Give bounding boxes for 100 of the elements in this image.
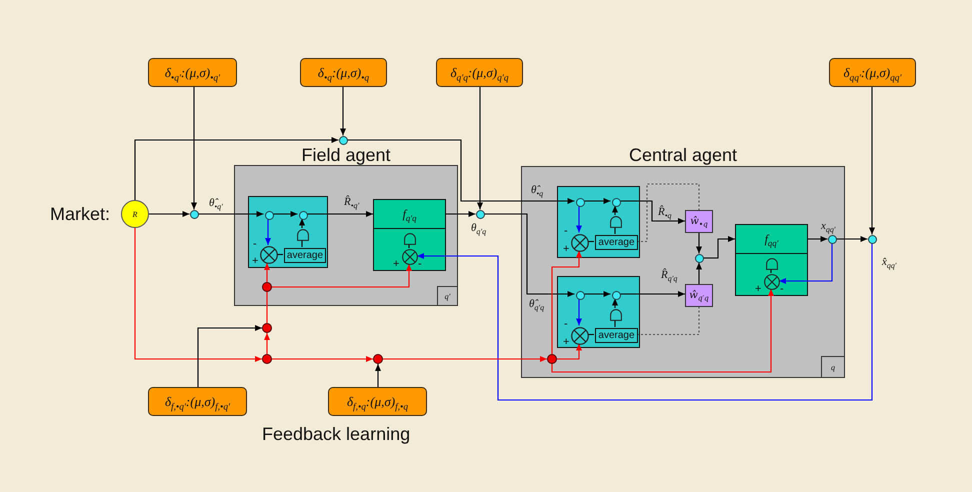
gate-symbol (610, 309, 622, 321)
arrow (696, 262, 702, 284)
polarity-sign: - (564, 319, 568, 329)
polarity-sign: - (564, 226, 568, 236)
node-caption: Market: (50, 203, 110, 225)
multiplier-symbol (764, 274, 780, 290)
learner-block (557, 186, 640, 258)
parameter-box (436, 58, 523, 87)
parameter-box (148, 58, 237, 87)
parameter-label: δ$_{q′q}$:(μ,σ)$_{q′q}$ (450, 65, 508, 80)
connector-line (301, 240, 303, 247)
arrow (265, 218, 271, 245)
arrow (272, 356, 373, 362)
weight-label: ŵ$_{•q}$ (690, 216, 708, 228)
corner-tag (821, 356, 845, 378)
arrow (340, 87, 346, 136)
average-block (595, 235, 638, 250)
block-label: average (598, 236, 635, 248)
signal-label: x̂$_{qq′}$ (882, 255, 897, 269)
connector-line (266, 292, 268, 323)
gate-symbol (610, 216, 622, 228)
parameter-label: δ$_{f,•q′}$:(μ,σ)$_{f,•q′}$ (164, 394, 230, 409)
arrow (197, 325, 262, 387)
function-block (735, 224, 808, 296)
junction-dot (338, 136, 348, 144)
parameter-box (300, 58, 387, 87)
node-label: R (132, 210, 138, 218)
junction-dot (476, 210, 484, 218)
polarity-sign: + (755, 284, 762, 294)
connector-line (276, 254, 283, 256)
arrow (299, 218, 305, 228)
multiplier-symbol (260, 246, 278, 264)
learner-block (557, 276, 640, 348)
parameter-box (829, 58, 916, 87)
edge-label: R̂$_{q′q}$ (661, 268, 678, 282)
arrow (557, 344, 582, 360)
tag-label: q (831, 362, 835, 372)
multiplier-symbol (571, 234, 589, 252)
arrow (348, 139, 574, 204)
arrow (306, 211, 373, 217)
parameter-box (148, 387, 247, 416)
connector-line (408, 244, 410, 248)
arrow (477, 87, 483, 210)
source-node (121, 200, 149, 228)
polarity-sign: + (563, 244, 570, 254)
arrow (375, 364, 381, 387)
arrow (704, 236, 735, 259)
signal-label: θ$_{q′q}$ (471, 221, 486, 235)
arrow (272, 211, 298, 217)
arrow (149, 211, 190, 217)
corner-tag (437, 286, 458, 306)
arrow (417, 244, 873, 401)
edge-label: R̂$_{•q}$ (658, 205, 672, 219)
arrow (836, 236, 868, 242)
parameter-box (328, 387, 427, 416)
arrow (484, 213, 574, 297)
function-label: f$_{qq′}$ (764, 231, 778, 247)
arrow (264, 333, 270, 354)
weight-label: ŵ$_{q′q}$ (689, 290, 709, 302)
learner-block (248, 196, 328, 268)
connector-line (770, 269, 772, 273)
gate-symbol (297, 229, 309, 241)
arrow (272, 264, 412, 288)
arrow (198, 211, 264, 217)
section-label: Feedback learning (262, 423, 410, 445)
gate-symbol (766, 258, 778, 270)
arrow (383, 356, 547, 362)
agent-title: Field agent (301, 145, 391, 165)
branch-point (373, 354, 383, 364)
polarity-sign: - (418, 259, 422, 269)
edge-label: θ̂$_{•q}$ (531, 183, 544, 197)
branch-point (262, 354, 272, 364)
polarity-sign: + (393, 259, 400, 269)
branch-point (262, 323, 272, 333)
dotted-line (637, 183, 700, 242)
dotted-line (637, 307, 700, 336)
parameter-label: δ$_{qq′}$:(μ,σ)$_{qq′}$ (843, 65, 902, 80)
arrow (134, 137, 338, 200)
multiplier-symbol (571, 326, 589, 344)
arrow (620, 200, 685, 224)
arrow (264, 262, 270, 282)
junction-dot (576, 290, 584, 300)
junction-dot (264, 210, 274, 220)
connector-line (614, 320, 616, 327)
junction-dot (612, 290, 620, 300)
arrow (551, 289, 774, 373)
gate-symbol (404, 233, 416, 245)
parameter-label: δ$_{f,•q}$:(μ,σ)$_{f,•q}$ (346, 394, 408, 409)
weight-block (685, 210, 713, 233)
connector-line (614, 227, 616, 234)
arrow (696, 233, 702, 254)
arrow (620, 291, 685, 297)
junction-dot (868, 234, 876, 244)
edge-label: θ̂$_{•q′}$ (209, 196, 223, 210)
polarity-sign: - (253, 239, 257, 249)
parameter-label: δ$_{•q′}$:(μ,σ)$_{•q′}$ (164, 65, 220, 80)
polarity-sign: + (252, 256, 258, 266)
polarity-sign: + (563, 337, 570, 347)
arrow (134, 228, 262, 362)
arrow (576, 206, 582, 232)
